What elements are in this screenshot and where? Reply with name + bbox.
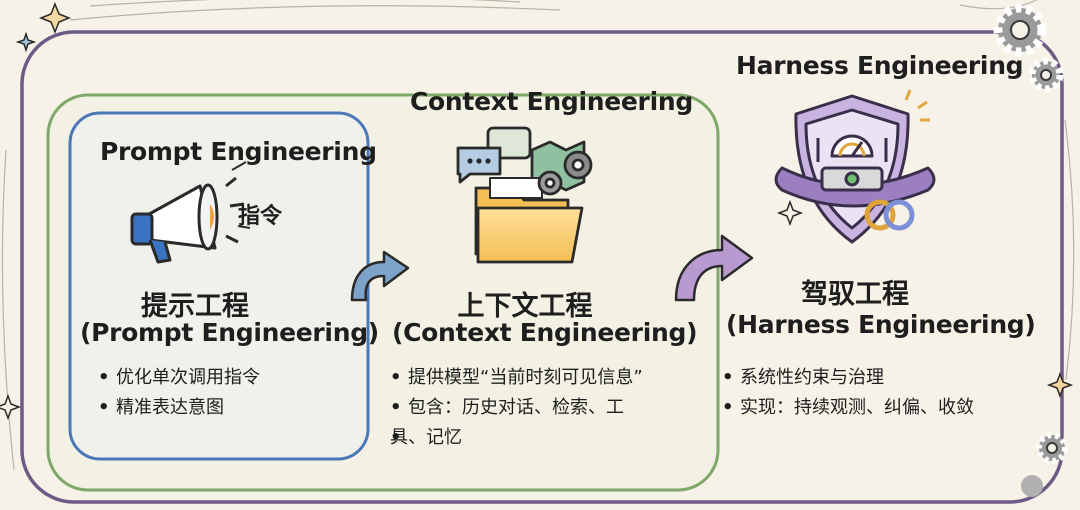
context-bullets: 提供模型“当前时刻可见信息” 包含：历史对话、检索、工 具、记忆 [388, 363, 643, 453]
outer-frame [20, 30, 1064, 504]
harness-title: Harness Engineering [736, 51, 1024, 80]
arrow-icon [674, 234, 754, 302]
background-swirl-lines [1, 0, 1075, 471]
prompt-icon-label: 指令 [238, 204, 283, 229]
context-name-en: (Context Engineering) [392, 318, 698, 347]
gear-icon [1028, 57, 1064, 93]
sparkle-icon [1046, 371, 1074, 399]
gear-icon [1036, 432, 1068, 464]
prompt-title: Prompt Engineering [100, 137, 377, 166]
list-item: 实现：持续观测、纠偏、收敛 [720, 393, 974, 423]
sparkle-icon [0, 393, 22, 421]
list-item: 包含：历史对话、检索、工 [388, 393, 643, 423]
harness-name-en: (Harness Engineering) [726, 310, 1036, 339]
arrow-icon [350, 250, 410, 302]
sparkle-icon [776, 199, 804, 227]
sparkle-icon [38, 1, 72, 35]
context-name-cn: 上下文工程 [457, 291, 593, 322]
harness-name-cn: 驾驭工程 [801, 279, 909, 310]
prompt-name-en: (Prompt Engineering) [80, 318, 379, 347]
list-item: 具、记忆 [388, 423, 643, 453]
prompt-name-cn: 提示工程 [141, 291, 249, 322]
list-item: 系统性约束与治理 [720, 363, 974, 393]
list-item: 提供模型“当前时刻可见信息” [388, 363, 643, 393]
sparkle-icon [15, 31, 37, 53]
prompt-bullets: 优化单次调用指令 精准表达意图 [96, 363, 260, 423]
folder-icon [456, 126, 593, 264]
gear-icon [1021, 475, 1043, 497]
list-item: 精准表达意图 [96, 393, 260, 423]
context-title: Context Engineering [410, 87, 693, 116]
list-item: 优化单次调用指令 [96, 363, 260, 393]
shield-dashboard-icon [774, 89, 936, 244]
megaphone-icon [130, 161, 251, 264]
gear-icon [993, 3, 1047, 57]
harness-bullets: 系统性约束与治理 实现：持续观测、纠偏、收敛 [720, 363, 974, 423]
